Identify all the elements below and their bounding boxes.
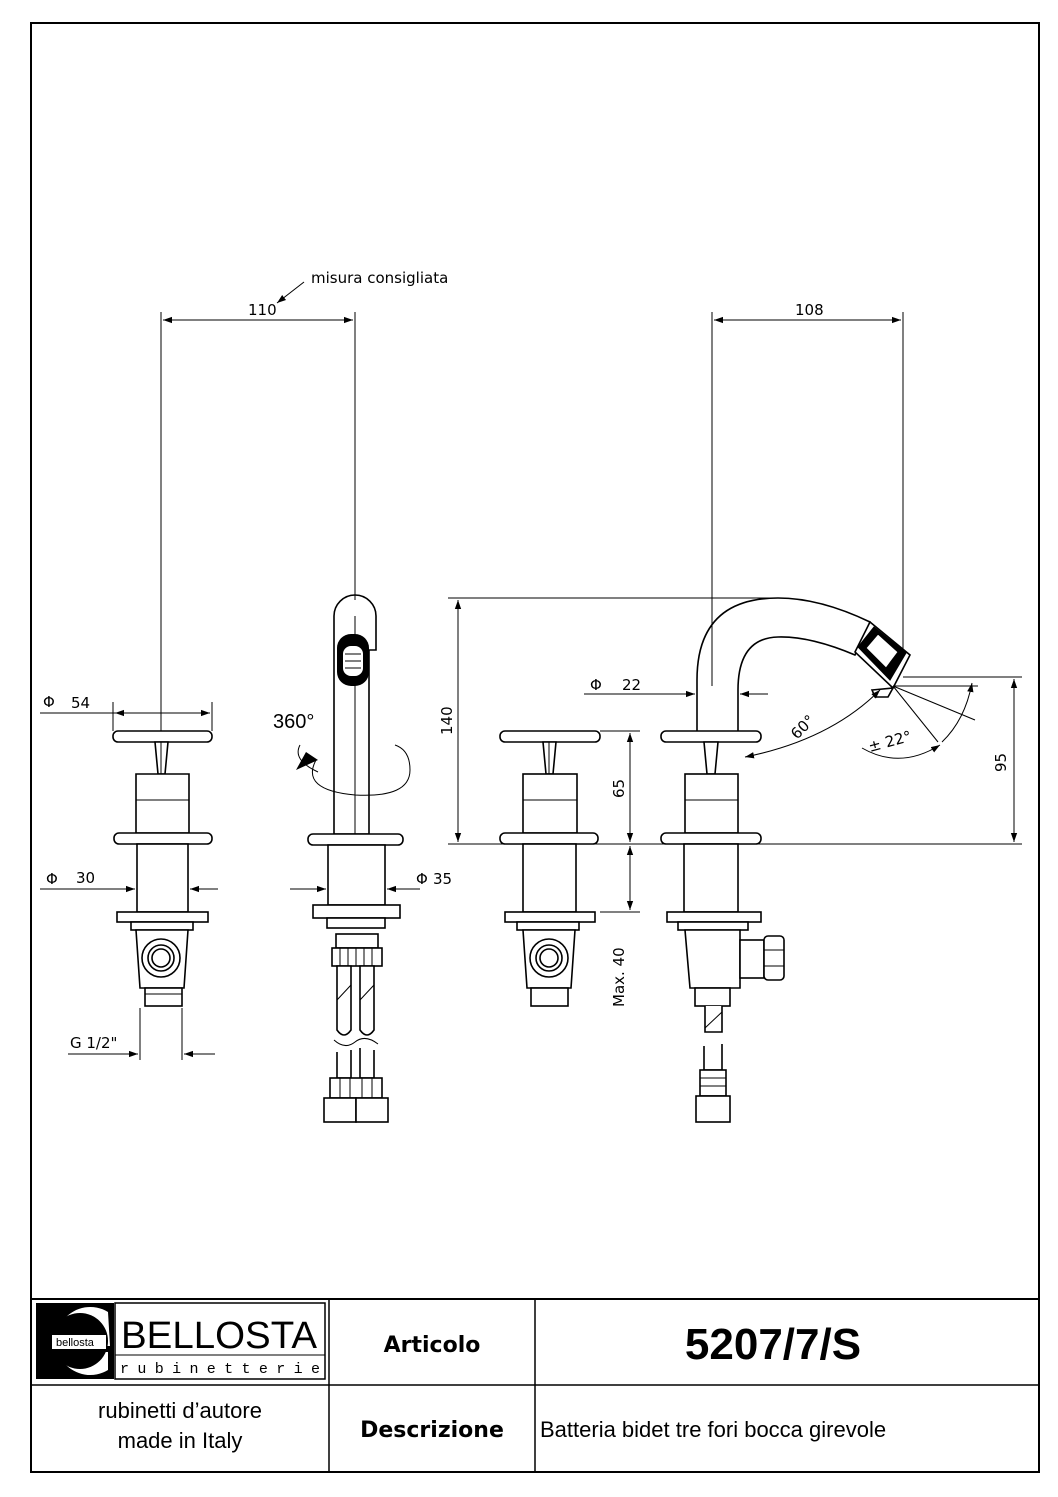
bidet-spout-drawing <box>660 597 912 1123</box>
brand-subtitle: rubinetterie <box>120 1361 320 1378</box>
note-misura-consigliata: misura consigliata <box>311 269 448 287</box>
dim-handle-diameter: 54 <box>71 694 90 712</box>
dim-spout-diameter: 22 <box>622 676 641 694</box>
diameter-symbol-35: Φ <box>416 870 428 888</box>
dim-nozzle-angle: ± 22° <box>866 727 913 756</box>
bellosta-logo: bellosta <box>36 1303 114 1379</box>
logo-lettering: bellosta <box>56 1337 95 1349</box>
dim-spout-height: 95 <box>992 753 1010 772</box>
dim-rotation: 360° <box>273 711 314 733</box>
descrizione-label: Descrizione <box>360 1418 504 1443</box>
motto-line-1: rubinetti d’autore <box>98 1398 262 1423</box>
motto-line-2: made in Italy <box>118 1428 243 1453</box>
articolo-label: Articolo <box>384 1333 481 1358</box>
dim-handle-height: 65 <box>610 779 628 798</box>
dim-left-spacing: 110 <box>248 301 277 319</box>
diameter-symbol-22: Φ <box>590 676 602 694</box>
dim-thread: G 1/2" <box>70 1034 117 1052</box>
right-valve-drawing <box>499 730 601 1007</box>
articolo-value: 5207/7/S <box>685 1320 861 1369</box>
dim-right-spacing: 108 <box>795 301 824 319</box>
left-valve-drawing <box>112 730 213 1007</box>
diameter-symbol-30: Φ <box>46 870 58 888</box>
dim-body-diameter: 30 <box>76 869 95 887</box>
title-block: bellosta BELLOSTA rubinetterie rubinetti… <box>31 1298 1039 1472</box>
dim-spout-base-diameter: 35 <box>433 870 452 888</box>
dimension-lines <box>40 281 1022 1060</box>
diameter-symbol-54: Φ <box>43 693 55 711</box>
descrizione-value: Batteria bidet tre fori bocca girevole <box>540 1417 886 1442</box>
brand-name: BELLOSTA <box>121 1315 318 1357</box>
dim-max-thickness: Max. 40 <box>610 947 628 1007</box>
dim-total-height: 140 <box>438 706 456 735</box>
dim-spout-angle: 60° <box>787 711 819 743</box>
center-spout-drawing <box>307 594 404 1123</box>
